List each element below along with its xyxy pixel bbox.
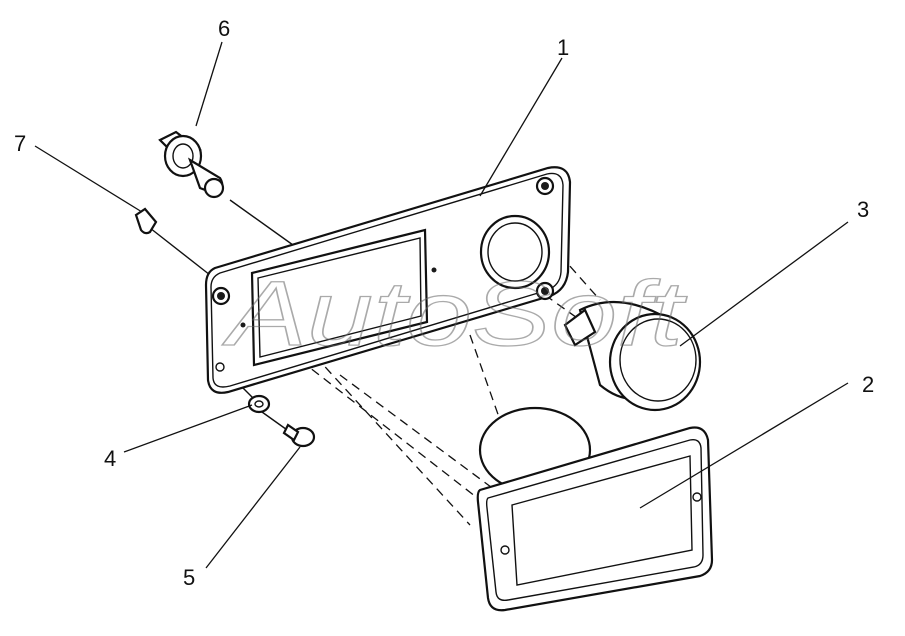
mounting-plate-part <box>204 166 572 394</box>
round-lamp-part <box>563 300 702 412</box>
watermark-text: AutoSoft <box>222 263 688 365</box>
leader-lines <box>34 41 849 569</box>
callout-6: 6 <box>218 16 230 41</box>
callout-1: 1 <box>557 35 569 60</box>
callout-4: 4 <box>104 446 116 471</box>
headlamp-part <box>476 406 714 612</box>
screw-part <box>282 423 316 448</box>
bulb-part <box>158 130 225 199</box>
callout-2: 2 <box>862 372 874 397</box>
callout-5: 5 <box>183 565 195 590</box>
assembly-dash-lines <box>149 199 601 526</box>
washer-part <box>247 394 271 414</box>
small-bulb-part <box>134 207 158 235</box>
callout-3: 3 <box>857 197 869 222</box>
callout-7: 7 <box>14 131 26 156</box>
